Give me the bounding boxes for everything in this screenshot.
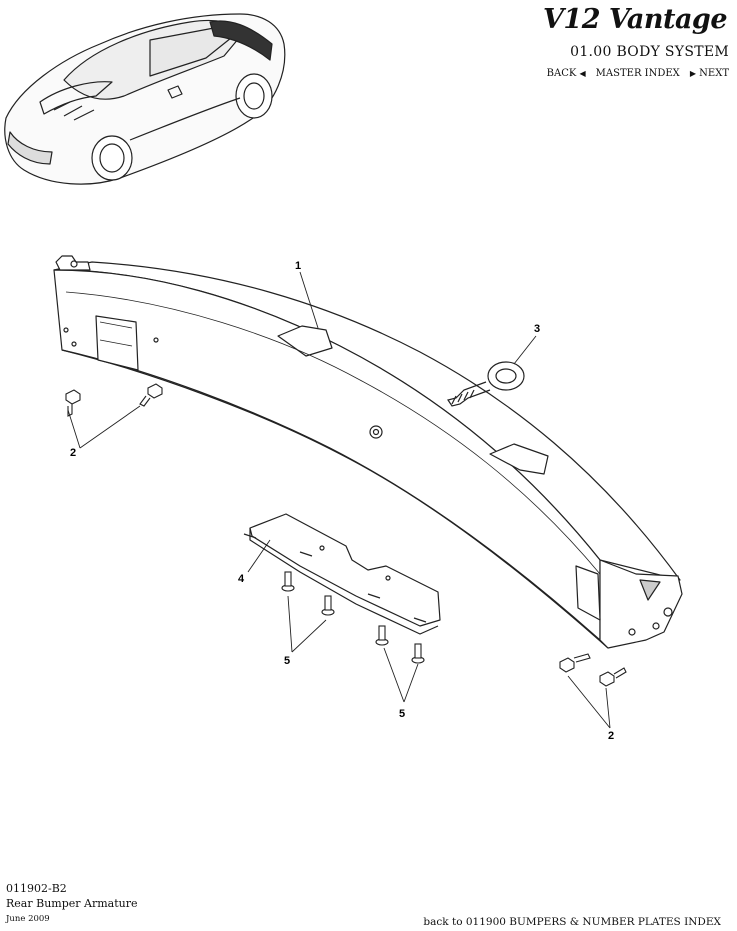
diagram-code: 011902-B2 — [6, 882, 67, 895]
clips — [281, 571, 425, 664]
callout-1: 1 — [295, 260, 301, 272]
master-index-link[interactable]: MASTER INDEX — [595, 68, 680, 79]
next-link[interactable]: ▶ NEXT — [690, 68, 729, 79]
callout-4: 4 — [238, 573, 245, 585]
next-label: NEXT — [699, 68, 729, 79]
bolts — [65, 383, 627, 687]
back-link[interactable]: BACK ◀ — [547, 68, 586, 79]
back-label: BACK — [546, 68, 577, 79]
footer-info: 011902-B2 Rear Bumper Armature June 2009 — [6, 882, 137, 924]
bumper-armature-beam — [53, 255, 683, 649]
leader-lines — [67, 271, 611, 729]
back-arrow-icon: ◀ — [579, 69, 586, 78]
diagram-date: June 2009 — [6, 914, 50, 924]
callout-5b: 5 — [399, 708, 405, 720]
brand-logo: V12 Vantage — [542, 4, 728, 35]
back-to-index-link[interactable]: back to 011900 BUMPERS & NUMBER PLATES I… — [423, 916, 721, 928]
diagram-title: Rear Bumper Armature — [6, 897, 138, 910]
callout-2: 2 — [70, 447, 76, 459]
callout-5: 5 — [284, 655, 290, 667]
nav-bar: BACK ◀ MASTER INDEX ▶ NEXT — [547, 68, 729, 79]
callout-3: 3 — [534, 323, 540, 335]
towing-eye — [447, 361, 525, 407]
car-thumbnail — [4, 13, 286, 185]
callout-2b: 2 — [608, 730, 614, 742]
section-title: 01.00 BODY SYSTEM — [570, 44, 729, 60]
next-arrow-icon: ▶ — [689, 69, 696, 78]
mounting-bracket — [243, 513, 441, 635]
